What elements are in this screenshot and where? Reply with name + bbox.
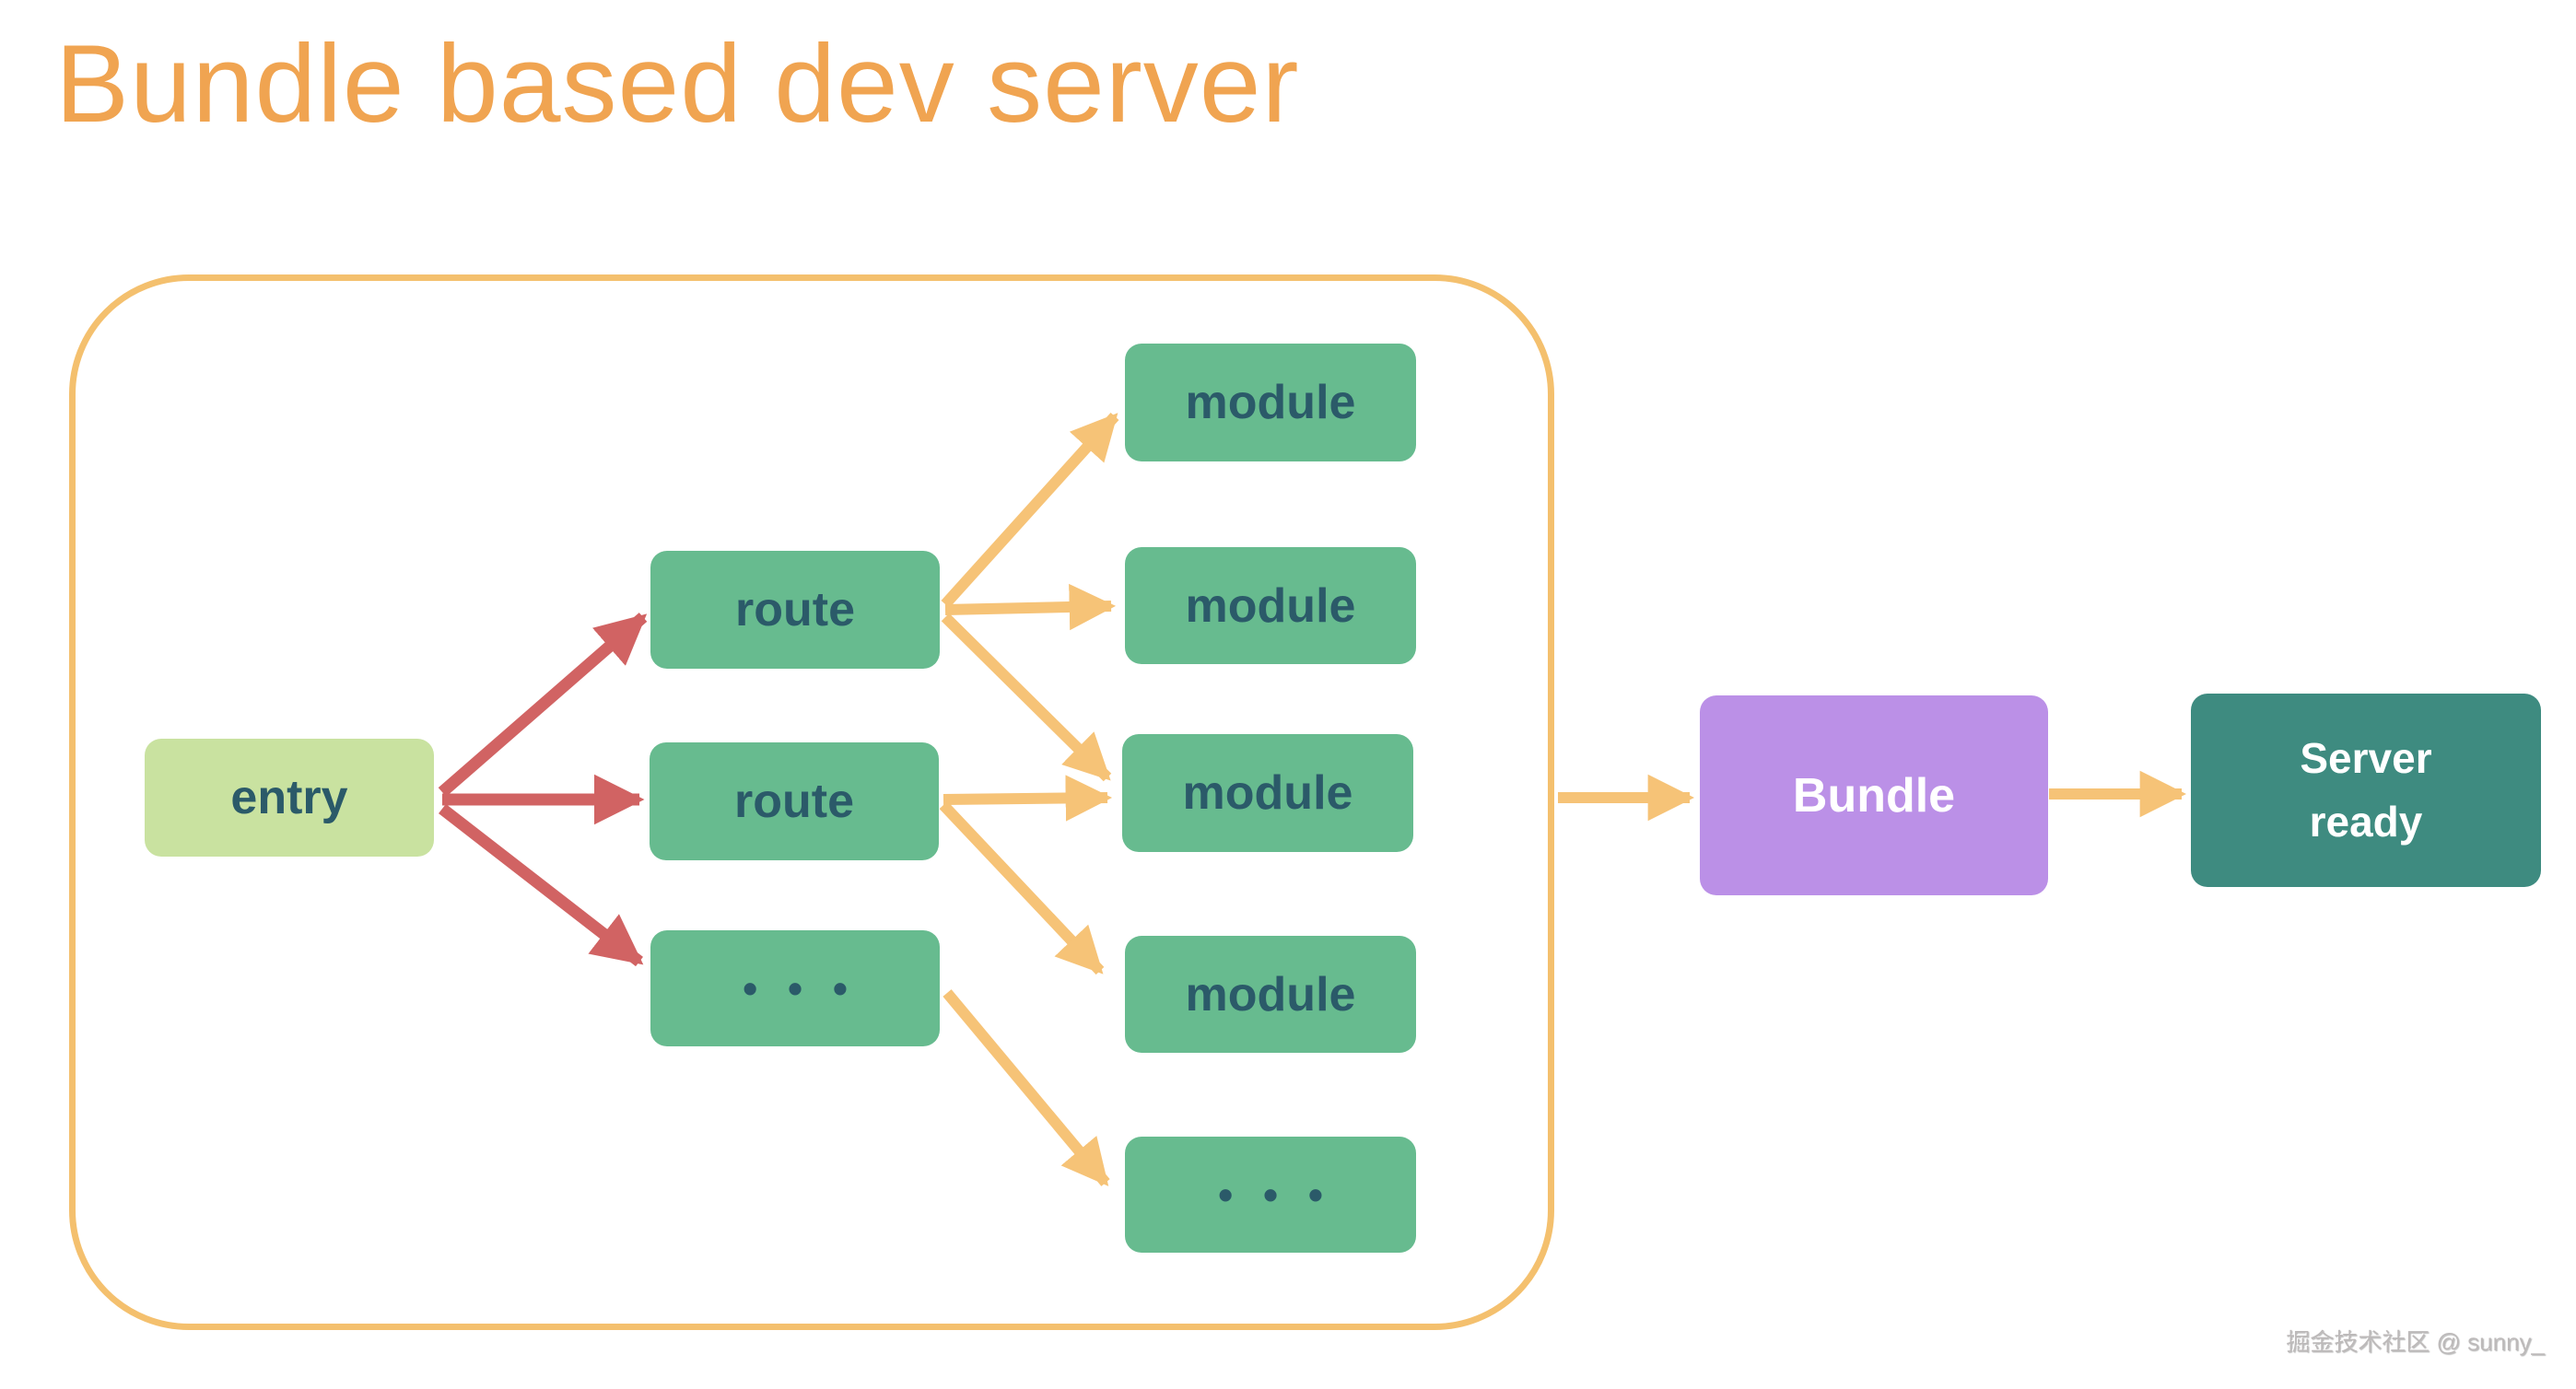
node-module-4: module [1125, 936, 1416, 1053]
node-module-2: module [1125, 547, 1416, 664]
node-routes-ellipsis: • • • [650, 930, 940, 1046]
watermark: 掘金技术社区 @ sunny_ [2286, 1328, 2545, 1356]
node-route-1-label: route [735, 583, 855, 636]
node-route-2-label: route [734, 775, 854, 828]
dev-server-container-outline [69, 274, 1554, 1330]
node-module-1: module [1125, 344, 1416, 461]
routes-ellipsis-label: • • • [743, 964, 857, 1012]
node-bundle: Bundle [1700, 695, 2048, 895]
node-module-3: module [1122, 734, 1413, 852]
node-module-2-label: module [1185, 578, 1356, 633]
node-module-1-label: module [1185, 376, 1356, 429]
node-route-2: route [650, 742, 939, 860]
node-bundle-label: Bundle [1792, 768, 1956, 823]
node-entry: entry [145, 739, 434, 857]
node-module-3-label: module [1182, 766, 1353, 820]
node-server-ready: Server ready [2191, 694, 2541, 887]
page-title: Bundle based dev server [55, 22, 1300, 146]
modules-ellipsis-label: • • • [1218, 1171, 1332, 1219]
node-module-4-label: module [1185, 967, 1356, 1021]
node-entry-label: entry [230, 771, 348, 824]
node-modules-ellipsis: • • • [1125, 1137, 1416, 1253]
node-route-1: route [650, 551, 940, 669]
node-server-ready-label: Server ready [2300, 734, 2432, 846]
